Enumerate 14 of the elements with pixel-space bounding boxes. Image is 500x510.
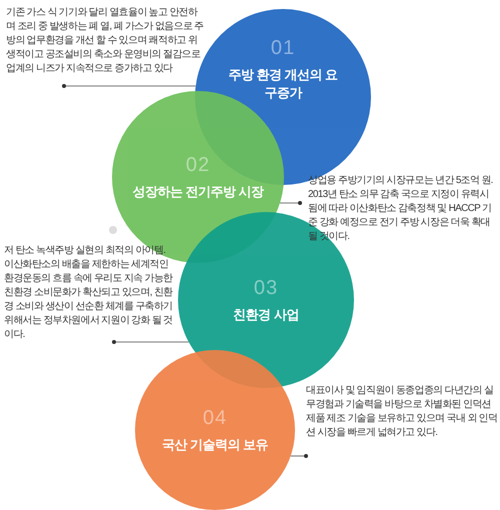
step-number: 03 (254, 276, 278, 300)
description-text: 기존 가스 식 기기와 달리 열효율이 높고 안전하며 조리 중 발생하는 폐 열, 폐 가스가 없음으로 주방의 업무환경을 개선 할 수 있으며 쾌적하고 위생적이고 공조설비의 축소와 운영비의 절감으로 업계의 니즈가 지속적으로 증가하고 있다 (6, 6, 206, 86)
description-text: 대표이사 및 임직원이 동종업종의 다년간의 실무경험과 기술력을 바탕으로 차별화된 인덕션 제품 제조 기술을 보유하고 있으며 국내 외 인덕션 시장을 빠르게 넓혀가고 있다. (306, 384, 498, 456)
step-title: 주방 환경 개선의 요구증가 (227, 66, 339, 102)
step-title: 국산 기술력의 보유 (162, 436, 268, 454)
leader-line (280, 201, 302, 205)
step-title: 친환경 사업 (233, 306, 299, 324)
step-number: 01 (270, 36, 296, 60)
leader-line (62, 84, 196, 88)
leader-line (290, 454, 308, 458)
leader-line (112, 340, 190, 344)
step-title: 성장하는 전기주방 시장 (132, 182, 264, 200)
step-number: 02 (186, 154, 210, 177)
step-number: 04 (202, 406, 228, 430)
